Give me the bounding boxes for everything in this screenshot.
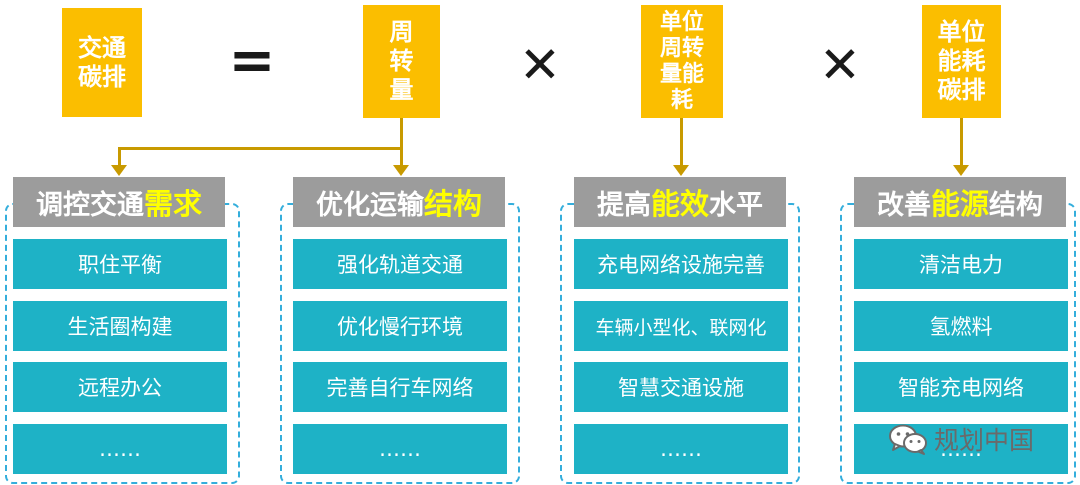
title-highlight: 能效	[650, 187, 709, 221]
arrow-head-efficiency	[673, 165, 689, 176]
item-hydrogen: 氢燃料	[854, 301, 1068, 351]
watermark-text: 规划中国	[934, 426, 1035, 455]
title-highlight: 能源	[930, 187, 989, 221]
times-sign-1: ✕	[519, 36, 561, 94]
item-smart-traffic: 智慧交通设施	[574, 362, 788, 412]
times-sign-2: ✕	[819, 36, 861, 94]
carbon-per-energy-box: 单位 能耗 碳排	[922, 5, 1001, 118]
item-charging-network: 充电网络设施完善	[574, 239, 788, 289]
title-pre: 优化运输	[315, 189, 424, 221]
item-bike-network: 完善自行车网络	[293, 362, 507, 412]
equals-sign: =	[228, 27, 276, 93]
item-ellipsis: ……	[293, 424, 507, 474]
item-jobs-housing-balance: 职住平衡	[13, 239, 227, 289]
panel-title-efficiency: 提高能效水平	[574, 177, 786, 227]
connector-v-left	[118, 147, 121, 166]
connector-v-factor1	[400, 118, 403, 166]
connector-h-branch	[118, 147, 403, 150]
connector-v-factor2	[680, 118, 683, 166]
item-living-circle: 生活圈构建	[13, 301, 227, 351]
item-rail-transit: 强化轨道交通	[293, 239, 507, 289]
title-post: 水平	[709, 189, 763, 221]
item-ellipsis: ……	[854, 424, 1068, 474]
panel-title-structure: 优化运输结构	[293, 177, 505, 227]
panel-title-energy: 改善能源结构	[854, 177, 1066, 227]
arrow-head-structure	[393, 165, 409, 176]
energy-per-turnover-box: 单位 周转 量能 耗	[641, 5, 723, 118]
title-highlight: 结构	[423, 187, 482, 221]
item-slow-traffic: 优化慢行环境	[293, 301, 507, 351]
title-pre: 提高	[596, 189, 651, 221]
item-remote-work: 远程办公	[13, 362, 227, 412]
wechat-icon	[889, 424, 927, 455]
title-pre: 改善	[876, 189, 931, 221]
item-ellipsis: ……	[13, 424, 227, 474]
arrow-head-demand	[111, 165, 127, 176]
arrow-head-energy	[953, 165, 969, 176]
watermark: 规划中国	[888, 421, 1034, 457]
item-vehicle-miniaturization: 车辆小型化、联网化	[574, 301, 788, 351]
turnover-volume-box: 周 转 量	[363, 5, 440, 118]
title-post: 结构	[989, 189, 1043, 221]
item-clean-power: 清洁电力	[854, 239, 1068, 289]
item-smart-charging: 智能充电网络	[854, 362, 1068, 412]
panel-title-demand: 调控交通需求	[13, 177, 225, 227]
connector-v-factor3	[960, 118, 963, 166]
title-pre: 调控交通	[35, 189, 144, 221]
traffic-carbon-box: 交通 碳排	[62, 8, 142, 117]
item-ellipsis: ……	[574, 424, 788, 474]
title-highlight: 需求	[143, 187, 202, 221]
